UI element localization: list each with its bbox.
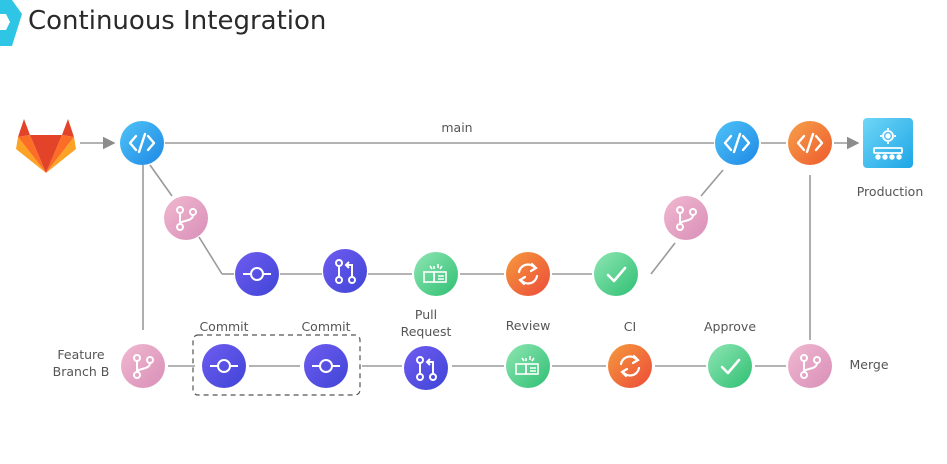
code-icon — [723, 132, 751, 154]
gitlab-logo — [16, 119, 76, 173]
branch-node-upper-left — [164, 196, 208, 240]
page-title: Continuous Integration — [28, 6, 327, 36]
review-icon — [423, 264, 447, 283]
ci-node — [608, 344, 652, 388]
branch-icon — [176, 206, 197, 231]
branch-icon — [133, 354, 154, 379]
branch-node-upper-right — [664, 196, 708, 240]
ci-label: CI — [623, 319, 637, 334]
production-label: Production — [856, 184, 924, 199]
review-node — [506, 344, 550, 388]
pull-request-node-upper — [323, 249, 367, 293]
pull-request-node — [404, 346, 448, 390]
pull-request-label-line1: Pull — [414, 307, 438, 322]
approve-node — [708, 344, 752, 388]
title-accent-mark — [0, 0, 26, 52]
ci-node-upper — [506, 252, 550, 296]
branch-icon — [800, 354, 821, 379]
connector — [198, 236, 223, 275]
review-icon — [515, 356, 539, 375]
connector — [650, 242, 676, 275]
check-icon — [720, 358, 741, 375]
ci-icon — [517, 262, 539, 286]
main-branch-label: main — [441, 120, 473, 135]
branch-node-feature-b — [121, 344, 165, 388]
code-icon — [128, 132, 156, 154]
ci-icon — [619, 354, 641, 378]
feature-branch-label-line1: Feature — [57, 347, 105, 362]
commit-group-box — [192, 334, 361, 396]
commit-node-upper — [235, 252, 279, 296]
merge-label: Merge — [849, 357, 889, 372]
code-node-end — [715, 121, 759, 165]
commit-icon — [210, 359, 238, 373]
check-icon — [606, 266, 627, 283]
commit-label-1: Commit — [199, 319, 249, 334]
branch-icon — [676, 206, 697, 231]
code-node-start — [120, 121, 164, 165]
commit-icon — [312, 359, 340, 373]
pull-request-icon — [416, 356, 437, 381]
connector — [700, 169, 724, 197]
code-node-release — [788, 121, 832, 165]
connector — [149, 164, 173, 197]
review-label: Review — [505, 318, 551, 333]
branch-node-merge — [788, 344, 832, 388]
approve-node-upper — [594, 252, 638, 296]
commit-label-2: Commit — [301, 319, 351, 334]
approve-label: Approve — [703, 319, 757, 334]
production-node — [863, 118, 913, 168]
commit-node-1 — [202, 344, 246, 388]
pull-request-label-line2: Request — [400, 324, 452, 339]
feature-branch-label-line2: Branch B — [52, 364, 110, 379]
code-icon — [796, 132, 824, 154]
pull-request-icon — [335, 259, 356, 284]
production-icon — [873, 128, 903, 160]
commit-icon — [243, 267, 271, 281]
review-node-upper — [414, 252, 458, 296]
commit-node-2 — [304, 344, 348, 388]
